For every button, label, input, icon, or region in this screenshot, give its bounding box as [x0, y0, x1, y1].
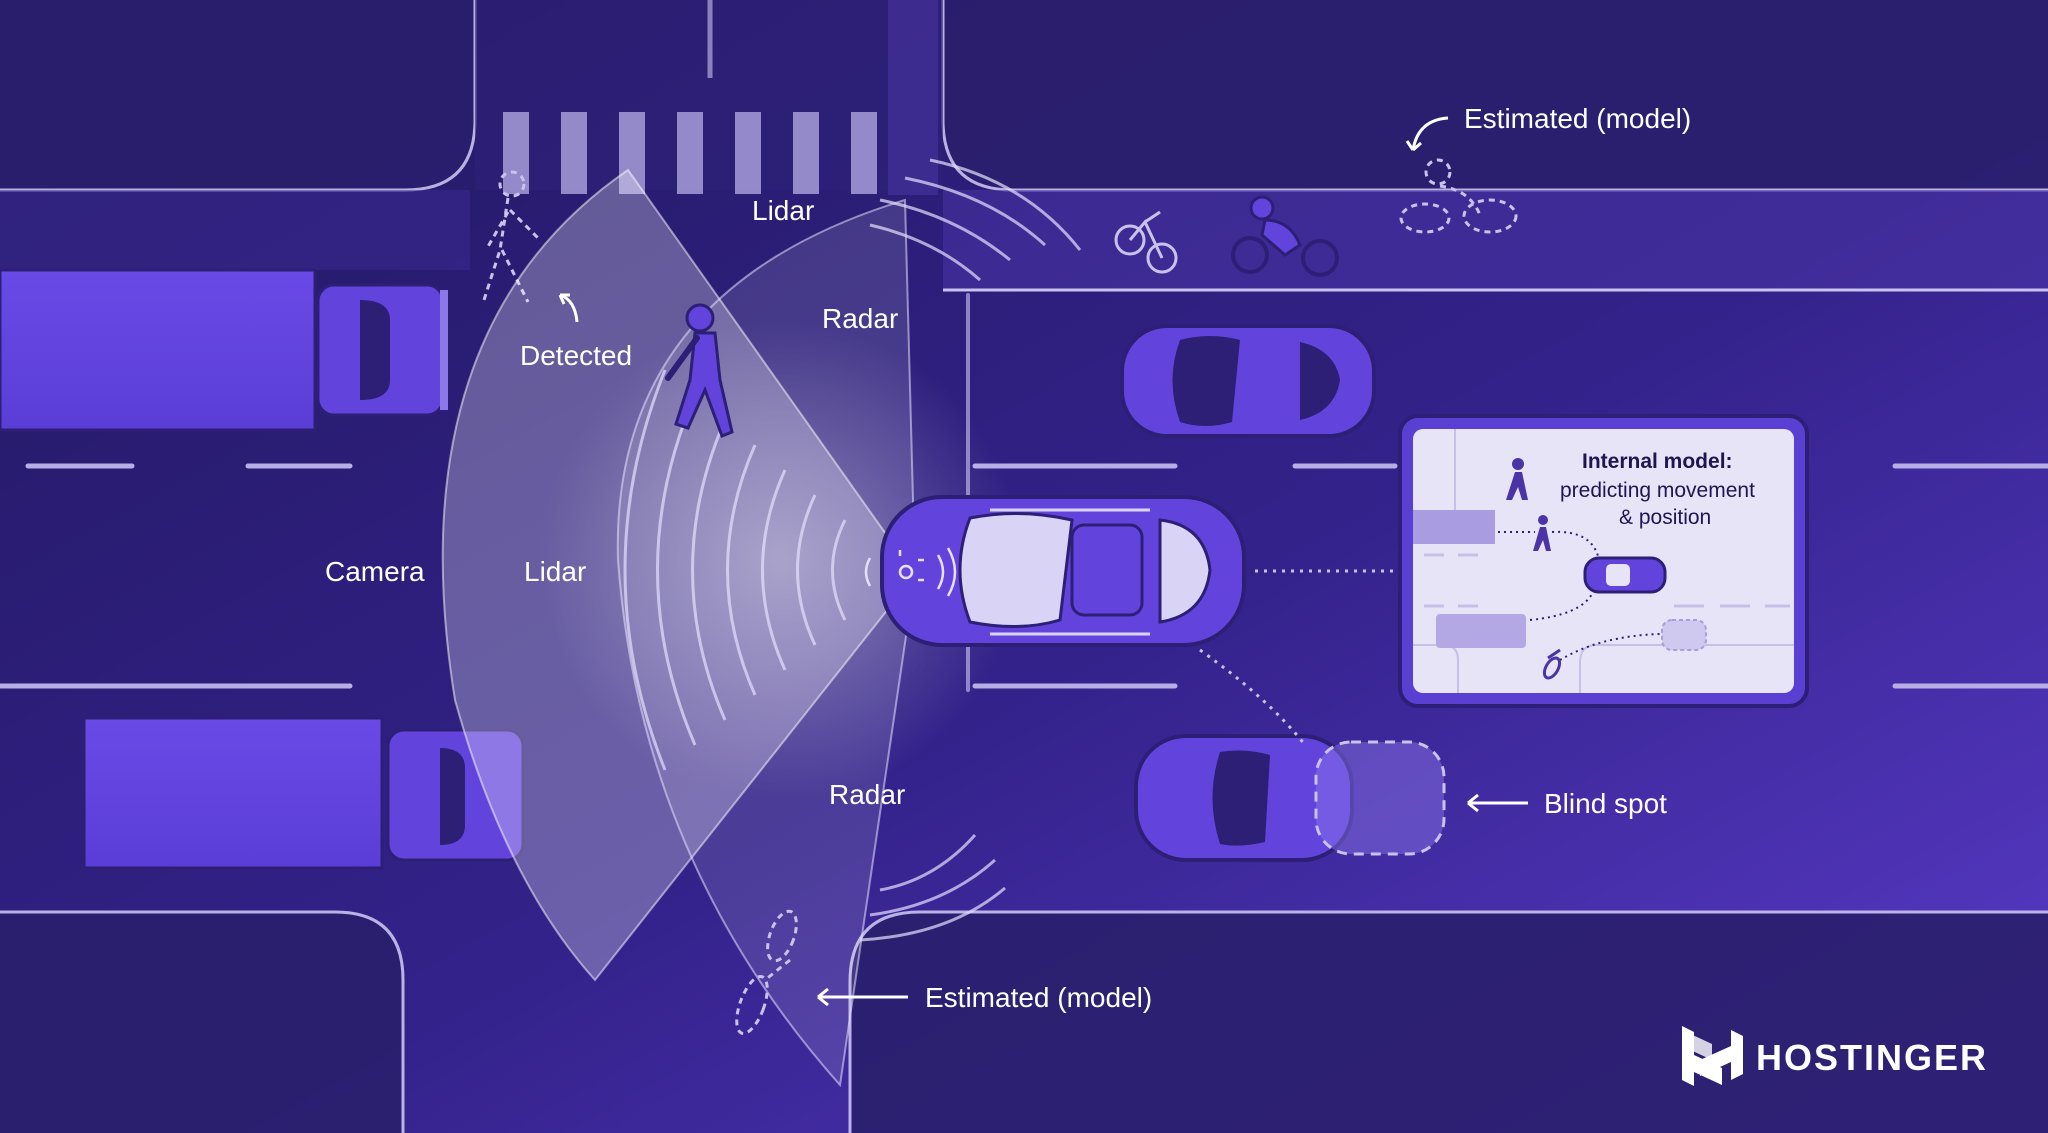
pedestrian-detected-icon: [665, 303, 734, 438]
inset-subtitle-line2: & position: [1619, 506, 1711, 529]
inset-cyclist-icon: [1542, 648, 1562, 680]
bike-lane: [943, 190, 2048, 290]
crosswalk: [503, 112, 877, 194]
pedestrian-estimated-icon: [482, 170, 542, 303]
label-blind-spot: Blind spot: [1544, 788, 1667, 819]
radar-waves: [623, 158, 1082, 942]
inset-subtitle-line1: predicting movement: [1560, 479, 1755, 502]
inset-pedestrian-icon: [1506, 458, 1551, 551]
inset-truck-icon: [1413, 510, 1495, 544]
cyclist-estimated-icon: [1399, 158, 1518, 234]
estimated-top-arrow-icon: [1411, 116, 1449, 151]
label-radar-top: Radar: [822, 303, 898, 334]
label-lidar-left: Lidar: [524, 556, 586, 587]
hostinger-logo-icon: [1682, 1026, 1743, 1086]
inset-car-icon: [1583, 556, 1667, 594]
truck-bottom: [82, 716, 525, 870]
label-estimated-bottom: Estimated (model): [925, 982, 1152, 1013]
inset-truck2-icon: [1436, 614, 1526, 648]
cyclist-icon: [1231, 195, 1339, 277]
car-blind-spot: [1134, 734, 1446, 862]
label-lidar-top: Lidar: [752, 195, 814, 226]
label-radar-bottom: Radar: [829, 779, 905, 810]
blind-spot-arrow-icon: [1467, 793, 1528, 813]
inset-title: Internal model:: [1582, 450, 1733, 473]
blindspot-connector: [1199, 648, 1307, 746]
cyclist-estimated-bottom-icon: [735, 909, 798, 1035]
car-parked-top: [1120, 324, 1376, 438]
autonomous-car: [880, 495, 1246, 647]
label-estimated-top: Estimated (model): [1464, 103, 1691, 134]
sidewalk-left-band: [0, 190, 470, 270]
truck-top: [0, 268, 448, 432]
label-camera: Camera: [325, 556, 425, 587]
internal-model-panel: Internal model: predicting movement & po…: [1398, 414, 1809, 708]
estimated-bottom-arrow-icon: [817, 987, 908, 1007]
bicycle-icon: [1114, 210, 1178, 274]
sensor-icon: [864, 547, 957, 597]
brand-name: HOSTINGER: [1756, 1037, 1988, 1078]
label-detected: Detected: [520, 340, 632, 371]
